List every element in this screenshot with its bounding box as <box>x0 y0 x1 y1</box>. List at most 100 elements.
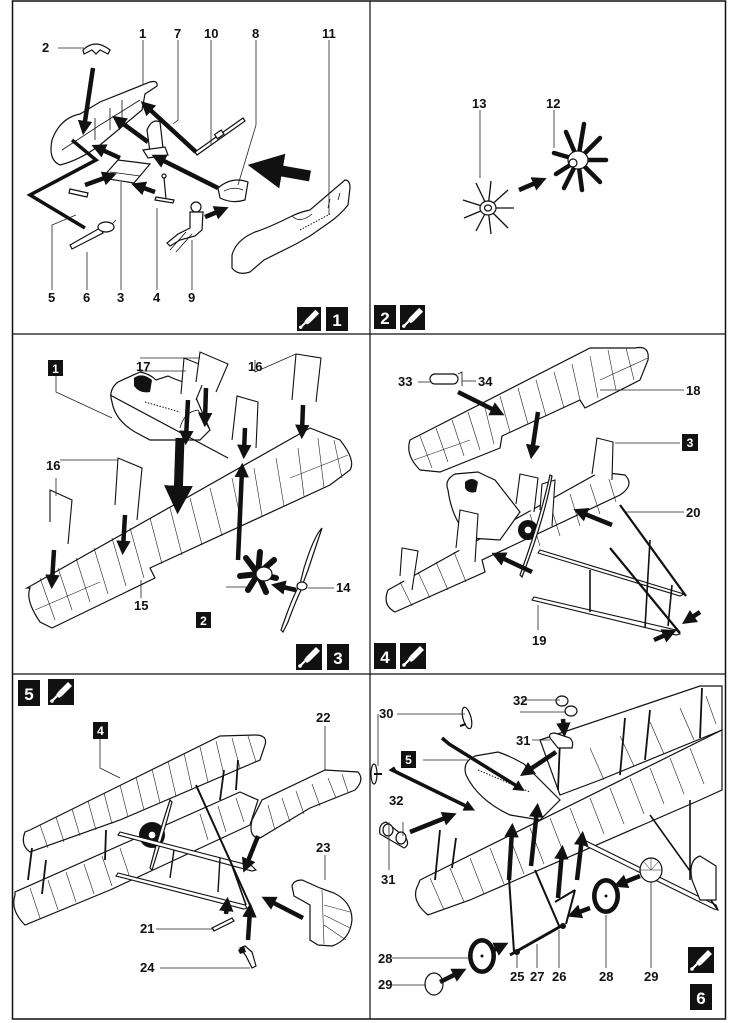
part-21-tail-strut <box>211 917 235 932</box>
label-part-10: 10 <box>204 26 218 41</box>
label-part-2: 2 <box>42 40 49 55</box>
label-part-6: 6 <box>83 290 90 305</box>
part-6-gun <box>69 219 117 250</box>
glue-tube-icon <box>400 643 426 669</box>
glue-tube-icon <box>48 679 74 705</box>
label-part-13: 13 <box>472 96 486 111</box>
step-4-leaders <box>418 380 684 630</box>
part-31-gun-mount-left <box>379 821 409 849</box>
step-2-arrow <box>518 177 547 193</box>
ref-subassembly-2: 2 <box>200 614 207 628</box>
part-32-gauges-top <box>555 695 578 717</box>
part-31-gun-mount-top <box>548 732 574 749</box>
part-28-wheel-left <box>468 938 496 974</box>
subassembly-4-biplane <box>13 734 267 926</box>
step-2-panel: 13 12 2 <box>374 96 609 330</box>
part-3-floor <box>100 159 152 184</box>
label-part-5: 5 <box>48 290 55 305</box>
step-number: 5 <box>24 685 33 704</box>
part-30-windscreen-top <box>459 706 473 730</box>
label-part-32-top: 32 <box>513 693 527 708</box>
part-18-upper-wing <box>408 346 649 473</box>
label-part-12: 12 <box>546 96 560 111</box>
subassembly-2-engine <box>237 549 279 595</box>
label-part-23: 23 <box>316 840 330 855</box>
step-2-badge: 2 <box>374 305 425 330</box>
step-1-labels: 2 1 7 10 8 11 5 6 3 4 9 <box>42 26 336 305</box>
label-part-32-left: 32 <box>389 793 403 808</box>
label-part-30: 30 <box>379 706 393 721</box>
sheet-frame <box>11 0 727 1020</box>
label-part-34: 34 <box>478 374 493 389</box>
parts-19-20-interplane-struts <box>531 504 687 636</box>
step-4-badge: 4 <box>374 643 426 669</box>
step-5-panel: 4 22 23 21 24 5 <box>13 679 362 975</box>
step-3-badge: 3 <box>296 644 349 670</box>
step-5-badge: 5 <box>18 679 74 706</box>
label-part-19: 19 <box>532 633 546 648</box>
label-part-33: 33 <box>398 374 412 389</box>
label-part-11: 11 <box>322 26 336 41</box>
label-part-28-left: 28 <box>378 951 392 966</box>
label-part-31-left: 31 <box>381 872 395 887</box>
part-13-engine-back <box>462 180 514 235</box>
glue-tube-icon <box>400 305 425 330</box>
label-part-18: 18 <box>686 383 700 398</box>
lower-wing <box>24 427 353 629</box>
label-part-8: 8 <box>252 26 259 41</box>
parts-25-26-27-landing-gear <box>508 869 576 957</box>
part-28-wheel-right <box>592 878 620 914</box>
label-part-14: 14 <box>336 580 351 595</box>
part-10-gun-barrel <box>194 117 246 156</box>
part-2-instrument-panel <box>82 43 111 55</box>
part-7-seat-back <box>146 120 164 153</box>
label-part-16-left: 16 <box>46 458 60 473</box>
part-4-control-stick <box>154 173 175 204</box>
part-11-fuselage-half <box>231 179 351 274</box>
label-part-7: 7 <box>174 26 181 41</box>
ref-subassembly-1: 1 <box>52 362 59 376</box>
part-30-windscreen-left <box>370 763 382 785</box>
label-part-4: 4 <box>153 290 161 305</box>
part-14-propeller <box>280 527 323 634</box>
part-8-seat <box>217 179 249 203</box>
label-part-25: 25 <box>510 969 524 984</box>
step-6-leaders <box>377 699 652 986</box>
part-9-pilot-figure <box>166 201 204 253</box>
label-part-9: 9 <box>188 290 195 305</box>
part-22-tailplane <box>250 769 362 839</box>
part-29-hubcap-left <box>424 972 444 996</box>
label-part-27: 27 <box>530 969 544 984</box>
step-number: 4 <box>380 648 390 667</box>
part-29-hubcap-right <box>639 857 663 883</box>
step-5-leaders <box>99 725 326 969</box>
label-part-24: 24 <box>140 960 155 975</box>
step-1-leaders <box>51 40 330 290</box>
step-3-arrows <box>45 387 310 595</box>
step-6-labels: 30 32 31 5 32 31 28 29 25 27 26 28 29 <box>378 693 658 992</box>
step-4-panel: 33 34 18 3 20 19 4 <box>374 346 702 669</box>
label-part-28-right: 28 <box>599 969 613 984</box>
step-4-arrows <box>456 389 702 643</box>
step-number: 1 <box>332 311 341 330</box>
label-part-16-right: 16 <box>248 359 262 374</box>
step-6-arrows <box>388 718 641 985</box>
ref-subassembly-3: 3 <box>687 436 694 450</box>
step-number: 6 <box>696 989 705 1008</box>
label-part-3: 3 <box>117 290 124 305</box>
parts-33-34-gun-mount <box>429 371 463 386</box>
glue-tube-icon <box>296 644 322 670</box>
label-part-17: 17 <box>136 359 150 374</box>
part-12-rotary-engine <box>551 121 609 193</box>
subassembly-5-aircraft <box>415 685 723 916</box>
part-23-rudder <box>291 879 353 947</box>
step-3-leaders <box>55 353 334 598</box>
label-part-21: 21 <box>140 921 154 936</box>
label-part-22: 22 <box>316 710 330 725</box>
step-1-panel: 2 1 7 10 8 11 5 6 3 4 9 1 <box>26 26 351 331</box>
step-3-labels: 1 17 16 16 15 2 14 <box>46 359 351 628</box>
label-part-29-right: 29 <box>644 969 658 984</box>
step-5-arrows <box>219 835 305 941</box>
part-24-tail-skid <box>238 945 257 969</box>
